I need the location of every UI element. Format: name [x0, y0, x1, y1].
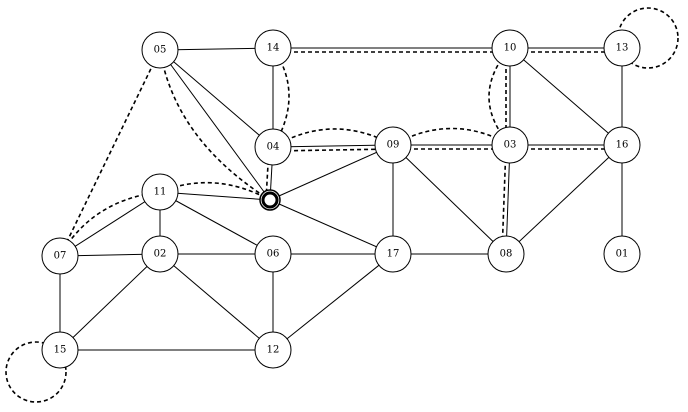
node-circle-16 [603, 126, 641, 164]
dashed-curve-05-hub [159, 49, 271, 201]
node-03[interactable]: 03 [491, 126, 529, 164]
node-label-01: 01 [616, 249, 629, 260]
node-label-09: 09 [387, 140, 400, 151]
node-circle-01 [603, 235, 641, 273]
node-circle-04 [254, 128, 292, 166]
node-04[interactable]: 04 [254, 128, 292, 166]
hub-node-inner [261, 191, 279, 209]
node-circle-14 [254, 29, 292, 67]
node-14[interactable]: 14 [254, 29, 292, 67]
node-label-17: 17 [387, 249, 400, 260]
node-layer: 05 14 10 13 04 09 03 16 11 07 02 06 17 08 01 15 12 [41, 29, 641, 369]
node-label-03: 03 [504, 140, 517, 151]
dashed-curve-11-hub [159, 181, 271, 201]
node-17[interactable]: 17 [374, 235, 412, 273]
node-circle-09 [374, 126, 412, 164]
node-circle-12 [254, 331, 292, 369]
node-label-05: 05 [154, 45, 167, 56]
node-label-07: 07 [54, 251, 67, 262]
node-label-16: 16 [616, 140, 629, 151]
node-label-11: 11 [154, 187, 167, 198]
edge-16-08 [505, 144, 623, 255]
node-label-13: 13 [616, 43, 629, 54]
node-circle-11 [141, 173, 179, 211]
edge-05-04 [159, 49, 274, 148]
node-label-08: 08 [500, 249, 513, 260]
edge-10-16 [509, 47, 623, 146]
node-11[interactable]: 11 [141, 173, 179, 211]
node-label-02: 02 [154, 249, 167, 260]
edge-11-06 [159, 191, 274, 255]
dashed-edge-05-07 [59, 49, 161, 257]
edge-04-09 [272, 144, 394, 148]
node-circle-03 [491, 126, 529, 164]
node-02[interactable]: 02 [141, 235, 179, 273]
node-07[interactable]: 07 [41, 237, 79, 275]
edge-05-hub [159, 49, 271, 201]
node-hub[interactable] [259, 189, 281, 211]
node-08[interactable]: 08 [487, 235, 525, 273]
node-15[interactable]: 15 [41, 331, 79, 369]
dashed-edge-04-09 [273, 148, 394, 152]
self-loop-15 [5, 341, 67, 403]
node-circle-13 [603, 29, 641, 67]
edge-09-08 [392, 144, 507, 255]
node-13[interactable]: 13 [603, 29, 641, 67]
node-label-04: 04 [267, 142, 280, 153]
node-05[interactable]: 05 [141, 31, 179, 69]
node-06[interactable]: 06 [254, 235, 292, 273]
node-circle-05 [141, 31, 179, 69]
node-circle-07 [41, 237, 79, 275]
node-label-06: 06 [267, 249, 280, 260]
edge-02-12 [159, 253, 274, 351]
node-09[interactable]: 09 [374, 126, 412, 164]
edge-02-15 [59, 253, 161, 351]
edge-layer [5, 7, 679, 403]
node-circle-10 [491, 29, 529, 67]
node-circle-02 [141, 235, 179, 273]
node-10[interactable]: 10 [491, 29, 529, 67]
node-12[interactable]: 12 [254, 331, 292, 369]
node-label-10: 10 [504, 43, 517, 54]
node-label-15: 15 [54, 345, 67, 356]
edge-17-12 [272, 253, 394, 351]
node-label-12: 12 [267, 345, 280, 356]
edge-11-07 [59, 191, 161, 257]
node-circle-17 [374, 235, 412, 273]
edge-09-hub [269, 144, 394, 201]
node-circle-15 [41, 331, 79, 369]
node-16[interactable]: 16 [603, 126, 641, 164]
edge-05-14 [159, 47, 274, 51]
node-circle-06 [254, 235, 292, 273]
node-label-14: 14 [267, 43, 280, 54]
node-circle-08 [487, 235, 525, 273]
node-01[interactable]: 01 [603, 235, 641, 273]
edge-hub-17 [269, 199, 394, 255]
